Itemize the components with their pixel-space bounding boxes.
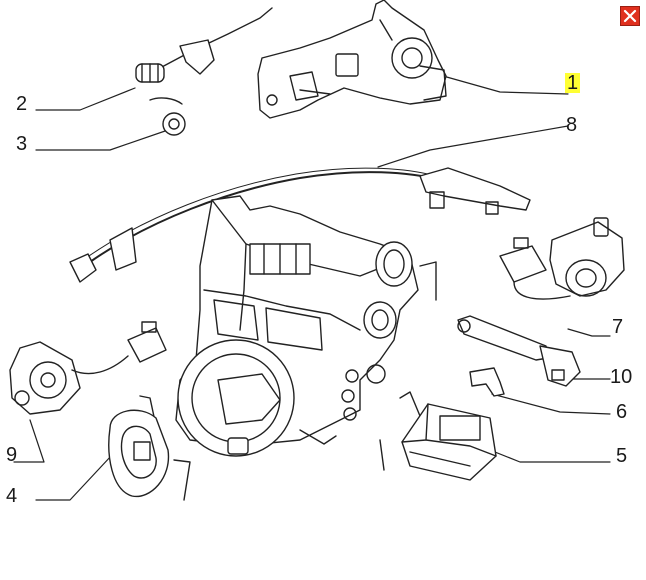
part-1-motor-bracket [257, 0, 447, 119]
callout-1: 1 [565, 72, 581, 94]
callout-9: 9 [6, 444, 18, 466]
part-2-cable-end [135, 7, 273, 105]
callout-6: 6 [616, 401, 628, 423]
close-x-icon [620, 6, 640, 26]
part-3-grommet [162, 112, 186, 136]
callout-8: 8 [566, 114, 578, 136]
callout-3: 3 [16, 133, 28, 155]
part-10-link-rod [457, 315, 581, 387]
part-7-actuator [499, 217, 625, 300]
callout-7: 7 [612, 316, 624, 338]
part-4-gasket [108, 409, 170, 498]
part-5-connector-block [401, 403, 497, 481]
close-button[interactable] [620, 6, 640, 26]
callout-4: 4 [6, 485, 18, 507]
part-6-clip [469, 367, 505, 397]
callout-2: 2 [16, 93, 28, 115]
part-8-control-cable [69, 167, 531, 283]
heater-housing [175, 195, 419, 457]
part-9-servo-motor [9, 321, 167, 415]
callout-10: 10 [610, 366, 633, 388]
callout-5: 5 [616, 445, 628, 467]
